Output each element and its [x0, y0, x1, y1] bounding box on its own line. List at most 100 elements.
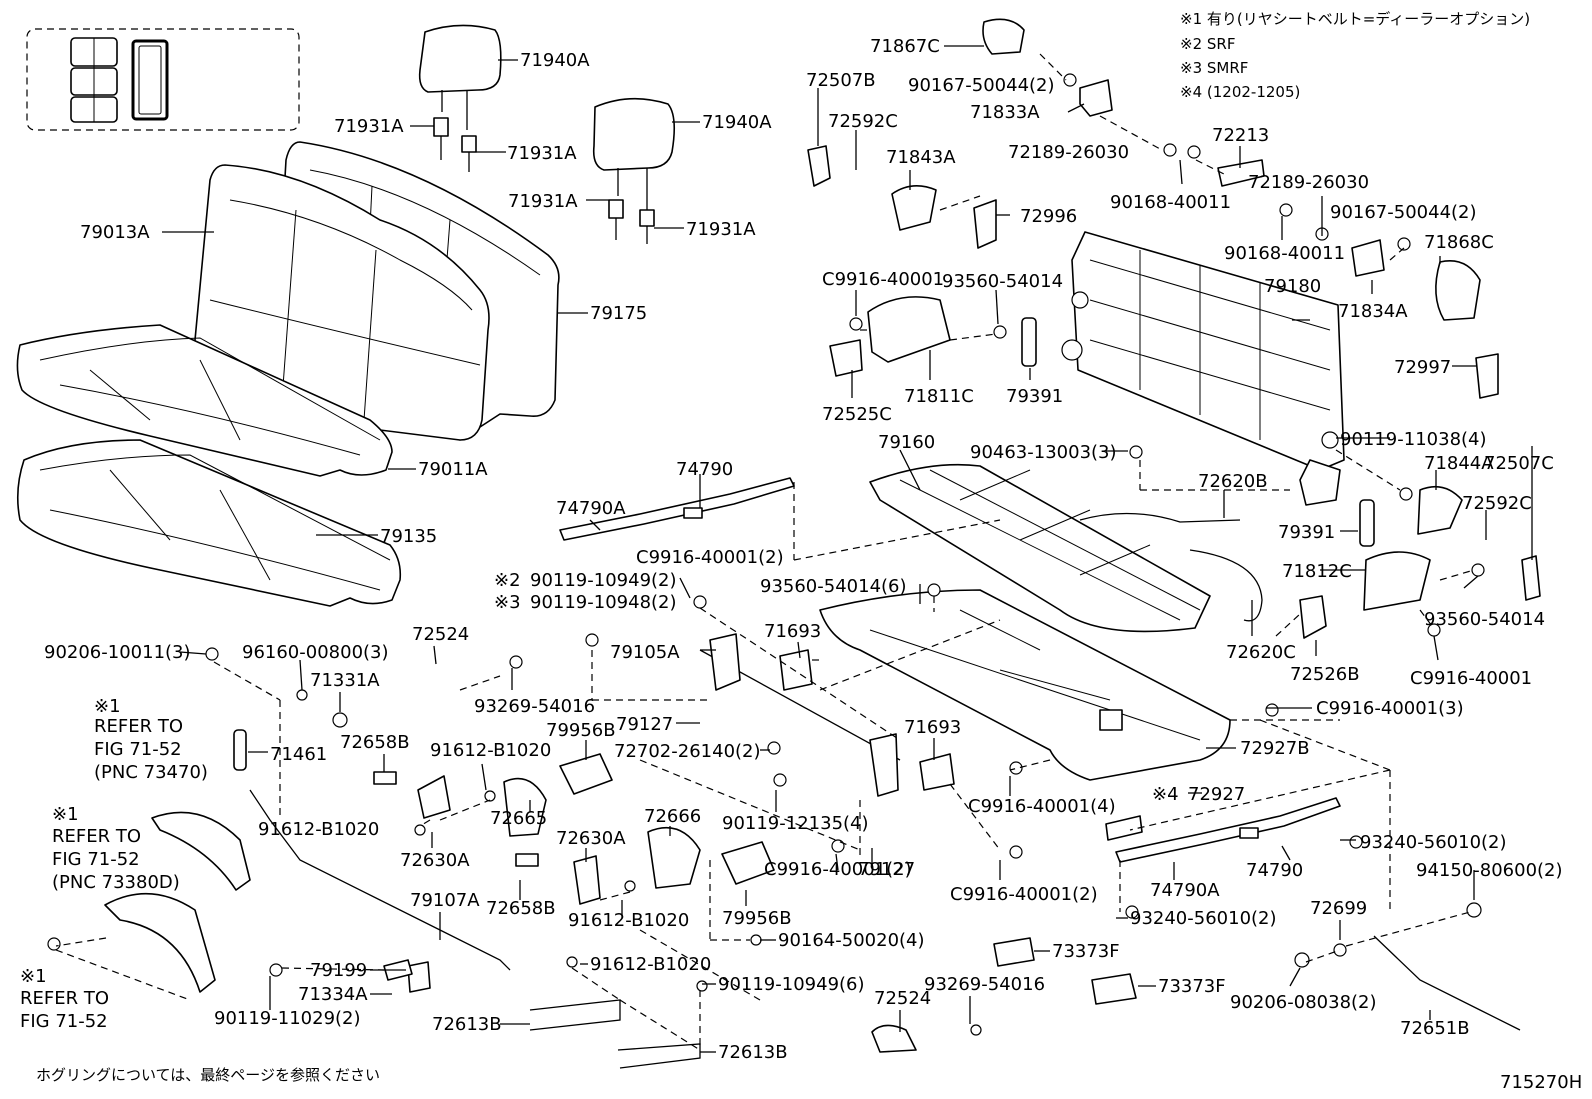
seat-layout-legend	[26, 28, 300, 131]
part-label: 93560-54014(6)	[760, 576, 907, 597]
part-label: 90119-11029(2)	[214, 1008, 361, 1029]
part-label: 72630A	[400, 850, 470, 871]
part-label: 71693	[764, 621, 821, 642]
springs-illustration	[233, 317, 1375, 771]
part-label: 71931A	[508, 191, 578, 212]
reference-notes: ※1 REFER TO FIG 71-52 (PNC 73470) ※1 REF…	[20, 696, 208, 1032]
part-label: 91612-B1020	[590, 954, 711, 975]
part-label: 90206-08038(2)	[1230, 992, 1377, 1013]
part-label: 91612-B1020	[258, 819, 379, 840]
part-label: 79011A	[418, 459, 488, 480]
part-label: 94150-80600(2)	[1416, 860, 1563, 881]
part-label: 90119-10948(2)	[530, 592, 677, 613]
part-label: 72524	[874, 988, 931, 1009]
ref-text: (PNC 73470)	[94, 762, 208, 783]
fasteners-illustration	[47, 73, 1485, 1036]
part-label: 72665	[490, 808, 547, 829]
part-label: 79105A	[610, 642, 680, 663]
part-label: C9916-40001(2)	[764, 859, 912, 880]
assembly-dashed-lines	[55, 53, 1475, 1051]
part-label: 91612-B1020	[430, 740, 551, 761]
part-label: 74790	[676, 459, 733, 480]
part-label: 72620C	[1226, 642, 1296, 663]
part-label: 93240-56010(2)	[1360, 832, 1507, 853]
part-label: 74790A	[556, 498, 626, 519]
seatback-frame-illustration	[1061, 231, 1345, 506]
part-label: 71931A	[334, 116, 404, 137]
part-label: 71834A	[1338, 301, 1408, 322]
headrest-right-illustration	[592, 97, 676, 244]
part-label: C9916-40001	[1410, 668, 1532, 689]
part-label: 72658B	[340, 732, 410, 753]
note-4: ※4 (1202-1205)	[1180, 83, 1300, 101]
lower-mechanism-illustration	[249, 633, 1521, 1069]
release-cables-illustration	[1079, 512, 1263, 622]
part-label: 72507B	[806, 70, 876, 91]
ref-text: REFER TO	[52, 826, 141, 847]
seat-cushion-frame-illustration	[869, 463, 1211, 633]
part-label: C9916-40001	[822, 269, 944, 290]
note-3: ※3 SMRF	[1180, 59, 1248, 77]
part-label: 90168-40011	[1110, 192, 1231, 213]
part-label: 72702-26140(2)	[614, 741, 761, 762]
part-label: 91612-B1020	[568, 910, 689, 931]
ref-mark: ※1	[52, 804, 79, 825]
part-label: 72658B	[486, 898, 556, 919]
part-label: 71931A	[686, 219, 756, 240]
ref-text: REFER TO	[94, 716, 183, 737]
part-label: C9916-40001(3)	[1316, 698, 1464, 719]
part-label: 74790A	[1150, 880, 1220, 901]
part-label: 72927B	[1240, 738, 1310, 759]
part-label: 71940A	[702, 112, 772, 133]
part-label: 79180	[1264, 276, 1321, 297]
part-label: 72997	[1394, 357, 1451, 378]
leader-lines	[162, 45, 1533, 1053]
part-label: 90167-50044(2)	[908, 75, 1055, 96]
part-label: 79391	[1006, 386, 1063, 407]
part-label: 72630A	[556, 828, 626, 849]
part-label: 72189-26030	[1248, 172, 1369, 193]
part-label: 90463-13003(3)	[970, 442, 1117, 463]
part-label: C9916-40001(2)	[636, 547, 784, 568]
part-label: 72927	[1188, 784, 1245, 805]
part-label: 90167-50044(2)	[1330, 202, 1477, 223]
ref-text: FIG 71-52	[20, 1011, 108, 1032]
note-2: ※2 SRF	[1180, 35, 1235, 53]
part-label: 72189-26030	[1008, 142, 1129, 163]
part-label: 79391	[1278, 522, 1335, 543]
part-label: 93269-54016	[924, 974, 1045, 995]
part-label: 71693	[904, 717, 961, 738]
ref-text: REFER TO	[20, 988, 109, 1009]
ref-mark: ※1	[94, 696, 121, 717]
part-label: 90119-11038(4)	[1340, 429, 1487, 450]
part-label: 79956B	[546, 720, 616, 741]
part-label: 90119-12135(4)	[722, 813, 869, 834]
ref-text: FIG 71-52	[52, 849, 140, 870]
condition-mark: ※2	[494, 570, 521, 591]
part-label: 79127	[616, 714, 673, 735]
part-label: 90168-40011	[1224, 243, 1345, 264]
part-label: 90164-50020(4)	[778, 930, 925, 951]
part-label: 79199	[310, 960, 367, 981]
part-label: 71811C	[904, 386, 974, 407]
part-label: 71812C	[1282, 561, 1352, 582]
part-label: 71940A	[520, 50, 590, 71]
part-label: 72613B	[718, 1042, 788, 1063]
part-label: 93269-54016	[474, 696, 595, 717]
part-label: 72592C	[828, 111, 898, 132]
part-label: 79956B	[722, 908, 792, 929]
part-label: 71843A	[886, 147, 956, 168]
part-label: 79107A	[410, 890, 480, 911]
part-label: 72525C	[822, 404, 892, 425]
part-label: 71867C	[870, 36, 940, 57]
part-label: 71931A	[507, 143, 577, 164]
part-label: 93240-56010(2)	[1130, 908, 1277, 929]
ref-text: FIG 71-52	[94, 739, 182, 760]
part-number-labels: 71940A 71931A 71931A 71940A 71931A 71931…	[44, 36, 1563, 1063]
part-label: 71331A	[310, 670, 380, 691]
part-label: 72592C	[1462, 493, 1532, 514]
headrest-left-illustration	[418, 24, 502, 172]
seat-leg-frame-illustration	[819, 589, 1231, 781]
figure-id: 715270H	[1500, 1072, 1582, 1093]
part-label: 79135	[380, 526, 437, 547]
